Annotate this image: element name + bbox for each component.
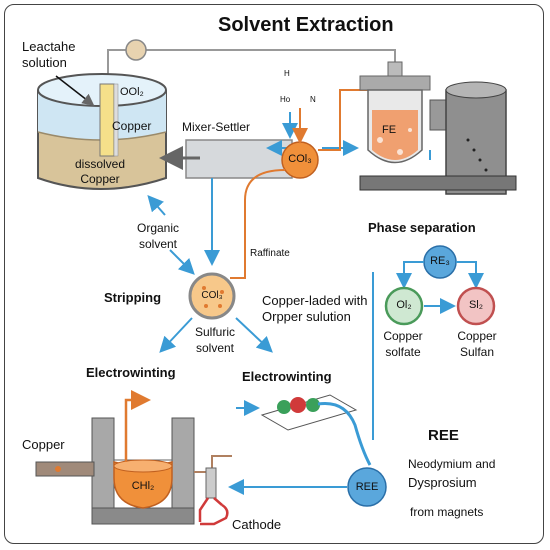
mixer-settler-label: Mixer-Settler bbox=[182, 120, 251, 134]
stripping-circle bbox=[188, 272, 236, 320]
chl2-label: CHl₂ bbox=[131, 480, 155, 492]
molecule-ho: Ho bbox=[280, 95, 291, 104]
cathode-pipe bbox=[194, 455, 232, 473]
sl2-circle bbox=[456, 286, 496, 326]
to-stripping-arrow bbox=[169, 249, 195, 275]
stripping-left-arrow bbox=[159, 317, 193, 353]
ball-green-2 bbox=[306, 398, 320, 412]
cathode-label: Cathode bbox=[232, 517, 282, 532]
cathode-wire-2 bbox=[200, 503, 229, 526]
leachate-label-2: solution bbox=[22, 55, 67, 70]
copper-solfate-1: Copper bbox=[383, 329, 423, 343]
re3-left-arrow bbox=[396, 261, 424, 289]
valve-circle bbox=[125, 39, 147, 61]
molecule-n: N bbox=[310, 95, 316, 104]
raffinate-label: Raffinate bbox=[250, 248, 290, 259]
ol2-label: Ol₂ bbox=[396, 299, 412, 311]
dissolved-label-1: dissolved bbox=[74, 157, 126, 171]
fe-label: FE bbox=[382, 124, 397, 136]
neodymium-label-2: Dysprosium bbox=[408, 475, 477, 490]
ball-green-1 bbox=[277, 400, 291, 414]
copper-tank-label: Copper bbox=[112, 119, 152, 133]
diagram-frame bbox=[4, 4, 544, 544]
from-magnets-label: from magnets bbox=[410, 505, 484, 519]
ball-red bbox=[290, 397, 306, 413]
sulfuric-label-1: Sulfuric bbox=[194, 325, 235, 339]
leachate-tank bbox=[37, 73, 167, 190]
cathode-rod bbox=[205, 467, 217, 499]
sulfuric-label-2: solvent bbox=[195, 341, 235, 355]
phase-separation-label: Phase separation bbox=[368, 220, 476, 235]
copper-laded-label-2: Orpper sulution bbox=[262, 309, 351, 324]
re3-label: RE₃ bbox=[430, 255, 450, 267]
organic-arrow bbox=[147, 195, 166, 216]
col3-stripping-label: COl₃ bbox=[201, 290, 223, 301]
copper-sulfan-2: Sulfan bbox=[459, 345, 495, 359]
copper-sulfan-1: Copper bbox=[457, 329, 497, 343]
copper-left-label: Copper bbox=[22, 437, 65, 452]
diagram-title: Solvent Extraction bbox=[218, 14, 394, 36]
electrowinting-left-label: Electrowinting bbox=[86, 365, 176, 380]
molecule-h: H bbox=[284, 69, 290, 78]
copper-solfate-2: solfate bbox=[385, 345, 421, 359]
ree-circle-shape bbox=[347, 467, 387, 507]
leachate-label-1: Leactahe bbox=[22, 39, 76, 54]
copper-bar bbox=[35, 461, 95, 477]
electrowinting-right-label: Electrowinting bbox=[242, 369, 332, 384]
ol2-circle bbox=[384, 286, 424, 326]
ree-circle-label: REE bbox=[355, 481, 379, 493]
stripping-right-arrow bbox=[235, 317, 273, 353]
organic-label-2: solvent bbox=[138, 237, 178, 251]
ree-heading: REE bbox=[428, 427, 459, 444]
raffinate-pipe bbox=[230, 169, 286, 279]
organic-label-1: Organic bbox=[136, 221, 180, 235]
ool-label: OOl₂ bbox=[120, 86, 144, 98]
electrowinning-cell bbox=[91, 417, 195, 525]
stripping-label: Stripping bbox=[104, 290, 162, 305]
mixer-settler-box bbox=[185, 139, 293, 179]
cell-orange-arrow bbox=[124, 390, 151, 462]
leachate-arrow bbox=[55, 75, 95, 106]
re3-right-arrow bbox=[456, 261, 484, 289]
cathode-wire bbox=[198, 497, 223, 522]
neodymium-label-1: Neodymium and bbox=[408, 457, 496, 471]
fe-apparatus bbox=[359, 61, 517, 195]
platform-to-ree-pipe bbox=[317, 401, 372, 466]
dissolved-label-2: Copper bbox=[80, 172, 120, 186]
col3-label: COl₃ bbox=[288, 153, 312, 165]
sl2-label: Sl₂ bbox=[468, 299, 484, 311]
copper-laded-label-1: Copper-laded with bbox=[262, 293, 368, 308]
